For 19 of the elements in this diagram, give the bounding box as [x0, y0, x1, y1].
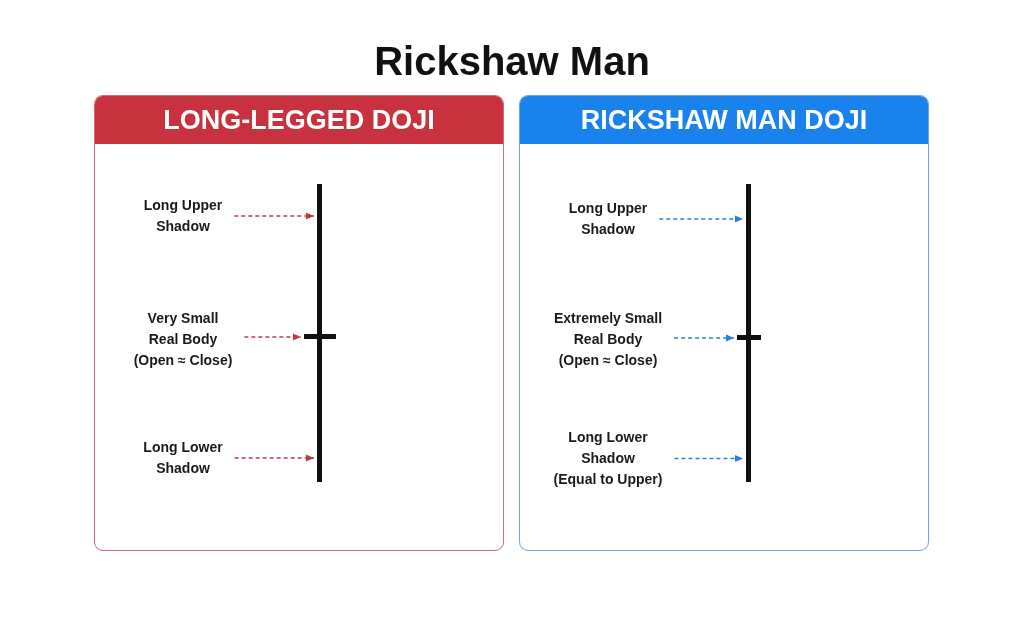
diagram-title: Rickshaw Man	[374, 38, 650, 84]
annotation-label: Very Small Real Body (Open ≈ Close)	[133, 308, 233, 371]
leader-arrow	[658, 215, 744, 223]
panel-heading: RICKSHAW MAN DOJI	[520, 96, 928, 144]
panel-card	[519, 95, 929, 551]
candle-body	[737, 335, 761, 340]
candle-body	[304, 334, 336, 339]
annotation-label: Long Upper Shadow	[568, 198, 648, 240]
annotation-label: Extremely Small Real Body (Open ≈ Close)	[553, 308, 663, 371]
annotation-label: Long Lower Shadow (Equal to Upper)	[553, 427, 663, 490]
leader-arrow	[233, 454, 315, 462]
panel-heading: LONG-LEGGED DOJI	[95, 96, 503, 144]
leader-arrow	[673, 334, 735, 342]
leader-arrow	[243, 333, 302, 341]
annotation-label: Long Upper Shadow	[143, 195, 223, 237]
panel-card	[94, 95, 504, 551]
leader-arrow	[673, 455, 744, 462]
annotation-label: Long Lower Shadow	[143, 437, 223, 479]
leader-arrow	[233, 212, 315, 220]
